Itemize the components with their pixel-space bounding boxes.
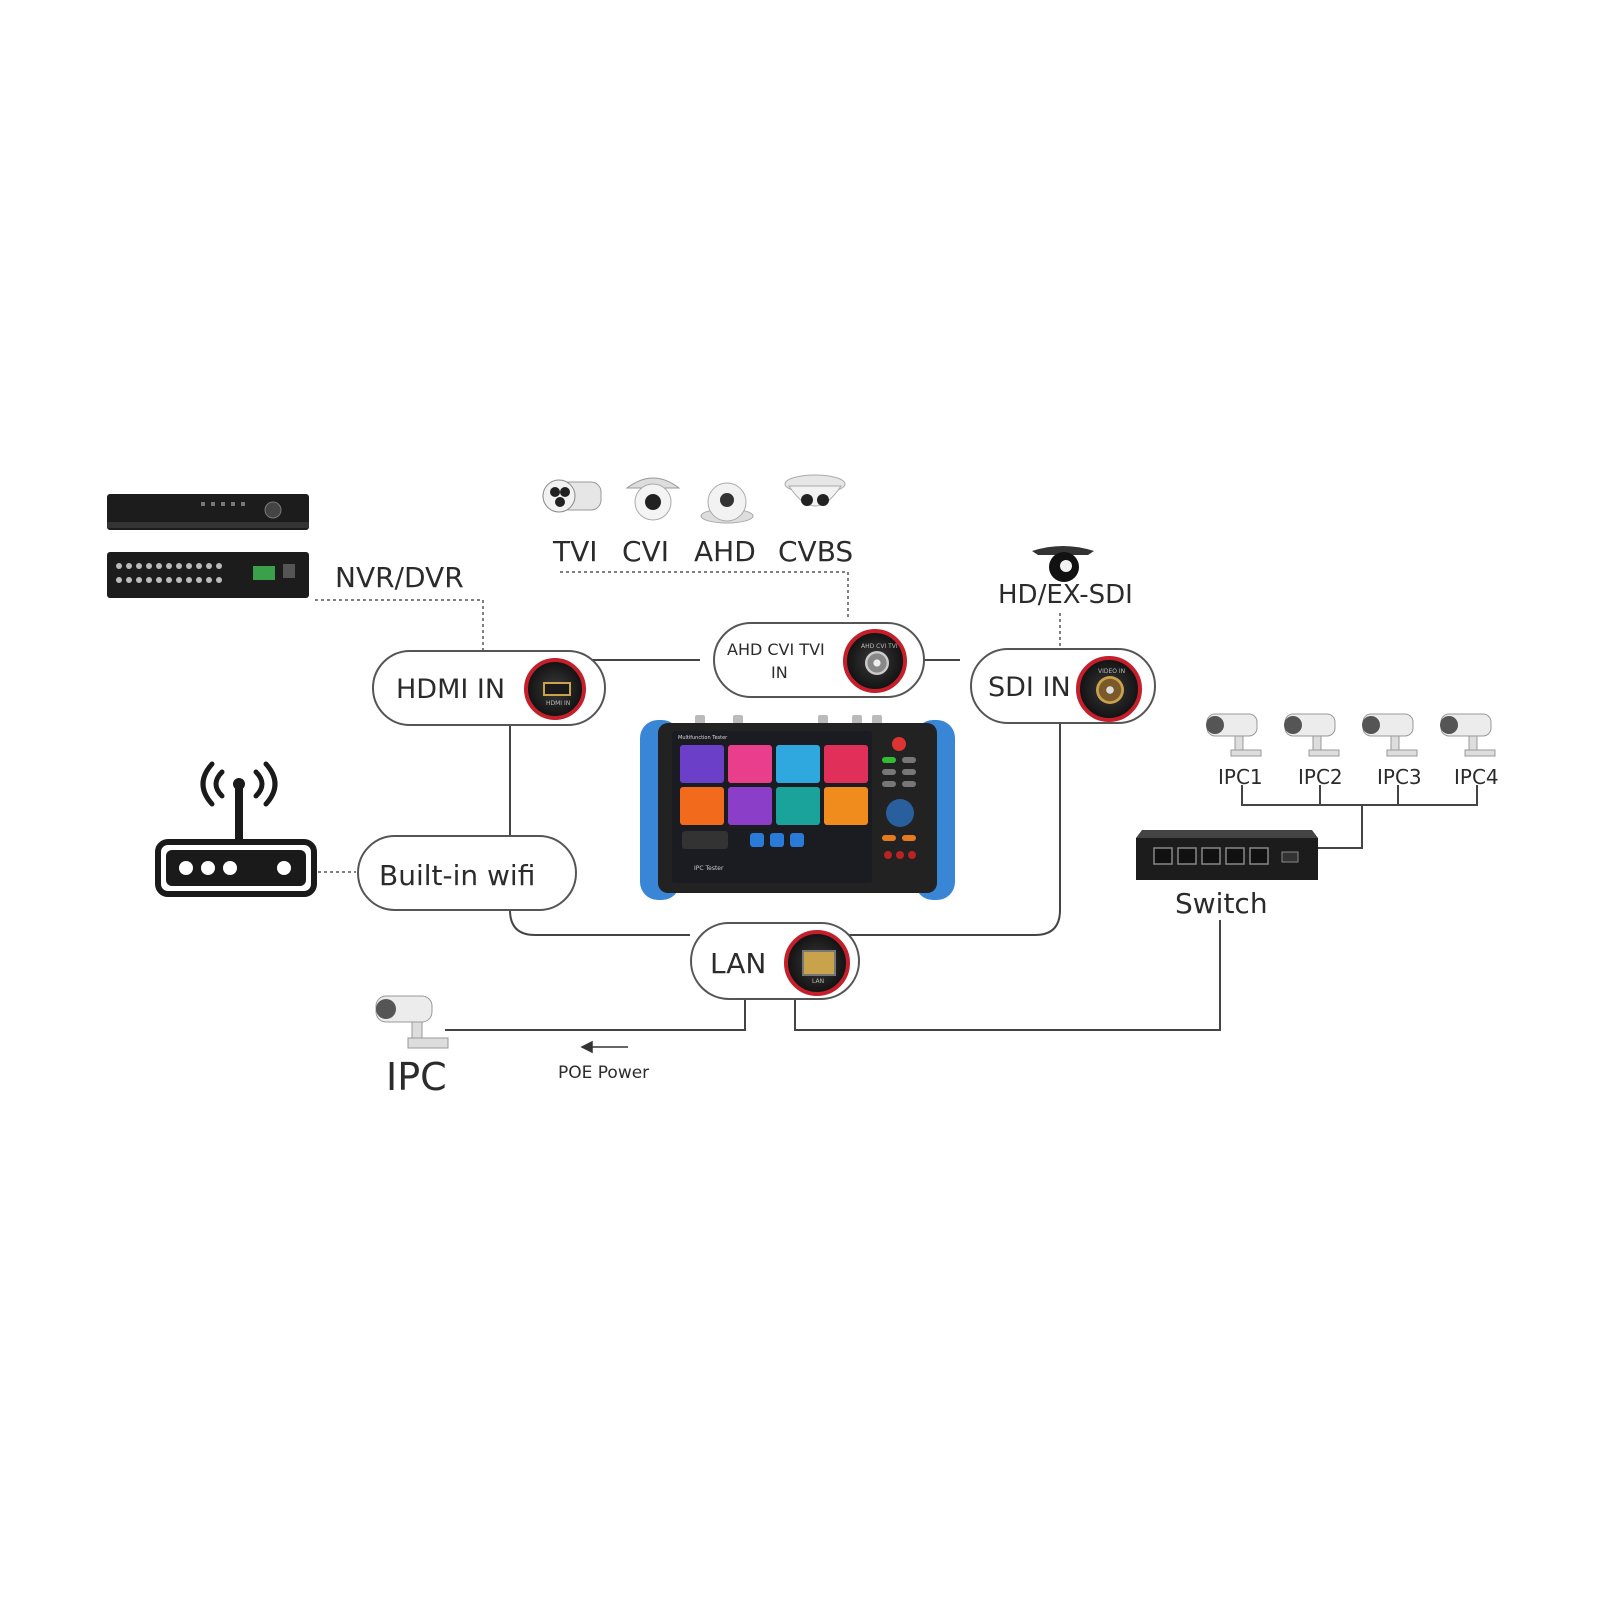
ipc-tester-device: Multifunction Tester IPC Tester bbox=[640, 715, 955, 900]
orange-button bbox=[902, 835, 916, 841]
camera-label-ahd: AHD bbox=[694, 535, 756, 568]
lan-label: LAN bbox=[710, 947, 767, 980]
device-bnc-top bbox=[695, 715, 705, 727]
app-tile bbox=[776, 787, 820, 825]
dock-icon bbox=[770, 833, 784, 847]
bullet-camera-icon bbox=[542, 479, 602, 513]
app-tile bbox=[824, 745, 868, 783]
device-screen-footer: IPC Tester bbox=[694, 865, 724, 872]
ahd-cvi-tvi-label-line2: IN bbox=[771, 663, 788, 682]
app-tile bbox=[680, 787, 724, 825]
dock-icon bbox=[750, 833, 764, 847]
terminal-jack bbox=[908, 851, 916, 859]
key-button bbox=[882, 781, 896, 787]
switch-label: Switch bbox=[1175, 887, 1268, 920]
nvr-dvr-label: NVR/DVR bbox=[335, 561, 464, 594]
sdi-in-pill: SDI IN VIDEO IN bbox=[970, 648, 1156, 724]
ipc4-label: IPC4 bbox=[1454, 765, 1499, 789]
nvr-to-hdmi-dotted bbox=[315, 599, 484, 650]
lan-to-switch-line bbox=[794, 920, 1221, 1031]
hdmi-in-label: HDMI IN bbox=[396, 674, 506, 705]
key-button bbox=[902, 769, 916, 775]
ahd-port-caption: AHD CVI TVI bbox=[861, 643, 898, 650]
switch-to-ipc-bus bbox=[1241, 785, 1478, 849]
bullet-camera-icon bbox=[1362, 713, 1418, 757]
bullet-camera-icon bbox=[1440, 713, 1496, 757]
turret-camera-icon bbox=[784, 474, 846, 507]
dome-camera-icon bbox=[700, 482, 754, 524]
power-button-icon bbox=[892, 737, 906, 751]
device-bnc-top bbox=[733, 715, 743, 727]
ipc-cameras-row bbox=[1206, 713, 1496, 757]
terminal-jack bbox=[884, 851, 892, 859]
device-bnc-top bbox=[818, 715, 828, 727]
analog-cameras bbox=[542, 474, 846, 524]
nvr-dvr-icon bbox=[107, 494, 309, 598]
ipc1-label: IPC1 bbox=[1218, 765, 1263, 789]
rj45-port-icon: LAN bbox=[784, 930, 850, 996]
built-in-wifi-pill: Built-in wifi bbox=[357, 835, 577, 911]
device-screen-header: Multifunction Tester bbox=[678, 735, 728, 741]
camera-label-cvi: CVI bbox=[622, 535, 669, 568]
network-switch-icon bbox=[1136, 830, 1318, 880]
ahd-cvi-tvi-in-pill: AHD CVI TVI IN AHD CVI TVI bbox=[713, 622, 925, 698]
lan-port-caption: LAN bbox=[812, 978, 825, 985]
ipc3-label: IPC3 bbox=[1377, 765, 1422, 789]
dome-camera-icon bbox=[625, 477, 681, 521]
bnc-port-icon: AHD CVI TVI bbox=[843, 629, 907, 693]
key-button bbox=[902, 781, 916, 787]
hdmi-port-icon: HDMI IN bbox=[524, 658, 586, 720]
status-widget bbox=[682, 831, 728, 849]
hdmi-in-pill: HDMI IN HDMI IN bbox=[372, 650, 606, 726]
sdi-camera-label: HD/EX-SDI bbox=[998, 580, 1133, 610]
wifi-router-icon bbox=[155, 761, 317, 897]
device-bnc-top bbox=[872, 715, 882, 727]
key-button bbox=[882, 769, 896, 775]
app-tile bbox=[728, 787, 772, 825]
camera-label-tvi: TVI bbox=[553, 535, 598, 568]
lan-pill: LAN LAN bbox=[690, 922, 860, 1000]
sdi-dome-camera-icon bbox=[1032, 546, 1094, 582]
ahd-cvi-tvi-label-line1: AHD CVI TVI bbox=[727, 640, 825, 659]
hdmi-port-caption: HDMI IN bbox=[546, 700, 571, 707]
sdi-to-lan-line bbox=[840, 705, 1061, 936]
dock-icon bbox=[790, 833, 804, 847]
cameras-to-ahd-dotted bbox=[560, 571, 849, 620]
sdi-in-label: SDI IN bbox=[988, 672, 1071, 703]
green-button bbox=[882, 757, 896, 763]
bullet-camera-icon bbox=[1284, 713, 1340, 757]
poe-power-label: POE Power bbox=[558, 1063, 650, 1083]
built-in-wifi-label: Built-in wifi bbox=[379, 859, 536, 892]
lan-to-ipc-line bbox=[445, 985, 746, 1031]
sdi-bnc-port-icon: VIDEO IN bbox=[1076, 656, 1142, 722]
poe-arrow bbox=[580, 1040, 628, 1054]
ipc-bullet-camera-icon bbox=[375, 995, 449, 1049]
key-button bbox=[902, 757, 916, 763]
device-keypad bbox=[880, 737, 922, 877]
device-screen: Multifunction Tester IPC Tester bbox=[672, 731, 872, 883]
sdi-port-caption: VIDEO IN bbox=[1098, 668, 1126, 675]
app-tile bbox=[728, 745, 772, 783]
dpad-icon bbox=[886, 799, 914, 827]
terminal-jack bbox=[896, 851, 904, 859]
app-tile bbox=[776, 745, 820, 783]
device-bnc-top bbox=[852, 715, 862, 727]
camera-label-cvbs: CVBS bbox=[778, 535, 854, 568]
ipc-label: IPC bbox=[386, 1055, 447, 1099]
bullet-camera-icon bbox=[1206, 713, 1262, 757]
app-tile bbox=[824, 787, 868, 825]
ipc2-label: IPC2 bbox=[1298, 765, 1343, 789]
orange-button bbox=[882, 835, 896, 841]
app-tile bbox=[680, 745, 724, 783]
